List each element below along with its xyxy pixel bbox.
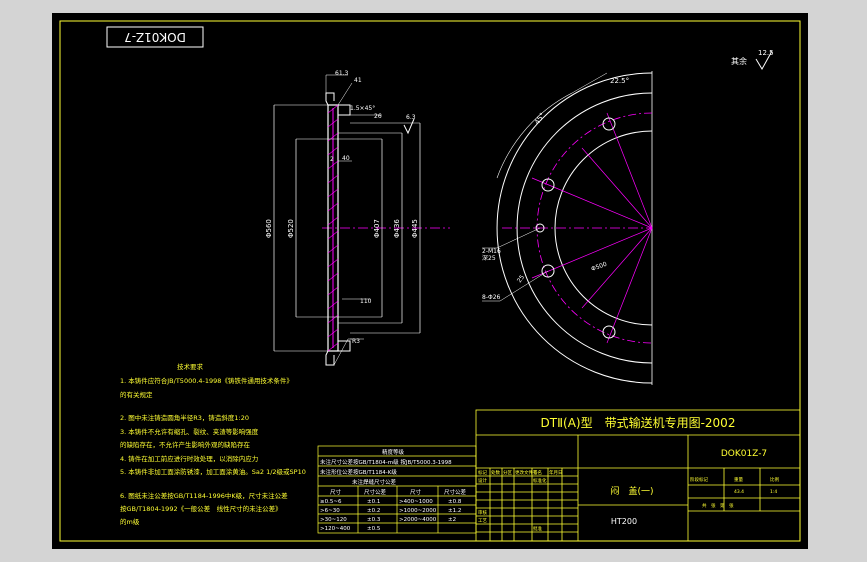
label-2m16: 2-M16 (482, 248, 501, 255)
tol-r2c2: ±0.2 (367, 508, 380, 514)
tol-subtitle: 未注焊缝尺寸公差 (352, 478, 397, 486)
tol-r4c2: ±0.5 (367, 526, 381, 532)
rotated-code: DOK01Z-7 (124, 30, 186, 44)
tol-h2: 尺寸公差 (364, 488, 387, 496)
dim-d520: Φ520 (287, 219, 295, 238)
roughness-symbol (755, 50, 773, 70)
dim-15: 1.5×45° (350, 105, 375, 112)
tech-requirements: 技术要求 1. 本铸件应符合JB/T5000.4-1998《铸铁件通用技术条件》… (120, 362, 306, 526)
section-view: Φ560 Φ520 Φ407 Φ436 Φ445 61.3 41 1.5×45°… (265, 70, 450, 366)
tb-approve: 批准 (533, 525, 542, 532)
tb-col-count: 处数 (491, 469, 500, 476)
tb-col-date: 年月日 (549, 469, 563, 476)
cad-canvas: DOK01Z-7 其余 12.5 (59, 20, 801, 542)
dim-40: 40 (342, 155, 350, 162)
tech-line-9: 按GB/T1804-1992《一般公差 线性尺寸的未注公差》 (120, 504, 282, 513)
tolerance-table (317, 445, 477, 534)
tech-line-7: 5. 本铸件非加工面涂防锈漆，加工面涂黄油。Sa2 1/2级或SP10 (120, 467, 306, 476)
dim-d560: Φ560 (265, 219, 273, 238)
tech-line-6: 4. 铸件在加工前应进行时效处理，以消除内应力 (120, 454, 258, 463)
tech-line-3: 2. 图中未注铸造圆角半径R3，铸造斜度1:20 (120, 413, 249, 422)
tol-r3c4: ±2 (448, 517, 456, 523)
tol-r4c1: >120~400 (320, 526, 351, 532)
tech-line-2: 的有关规定 (120, 390, 153, 399)
dim-110: 110 (360, 298, 372, 305)
tb-weight: 重量 (734, 476, 743, 483)
tech-line-10: 的m级 (120, 517, 140, 526)
part-name: 闷 盖(一) (610, 485, 653, 497)
tb-scale: 比例 (770, 476, 779, 483)
drawing-number: DOK01Z-7 (721, 449, 767, 459)
dim-25: 25 (516, 274, 526, 284)
tb-stage: 阶段标记 (690, 476, 708, 483)
code-box (106, 26, 204, 48)
tb-weight-val: 43.4 (734, 489, 744, 495)
dim-613: 61.3 (335, 70, 349, 77)
tech-line-1: 1. 本铸件应符合JB/T5000.4-1998《铸铁件通用技术条件》 (120, 376, 293, 385)
roughness-value: 12.5 (758, 49, 774, 57)
tol-r1c4: ±0.8 (448, 499, 462, 505)
tol-line2: 未注形位公差按GB/T1184-K级 (320, 468, 397, 476)
tb-col-doc: 更改文件号 (515, 469, 538, 476)
tol-h1: 尺寸 (330, 488, 342, 496)
dim-26: 26 (374, 113, 382, 120)
tol-h3: 尺寸 (410, 488, 422, 496)
label-8d26: 8-Φ26 (482, 294, 501, 301)
tol-r1c3: >400~1000 (399, 499, 433, 505)
tb-col-sign: 签名 (533, 469, 542, 476)
tech-line-4: 3. 本铸件不允许有缩孔、裂纹、夹渣等影响强度 (120, 427, 259, 436)
label-depth: 深25 (482, 254, 496, 262)
tol-r1c2: ±0.1 (367, 499, 380, 505)
dim-d500: Φ500 (590, 261, 608, 273)
tol-r2c4: ±1.2 (448, 508, 461, 514)
tb-col-zone: 分区 (503, 469, 512, 476)
tol-r1c1: ≥0.5~6 (320, 499, 342, 505)
tol-r2c3: >1000~2000 (399, 508, 437, 514)
tol-line1: 未注尺寸公差按GB/T1804-m级 按JB/T5000.3-1998 (320, 458, 452, 466)
material: HT200 (611, 517, 637, 526)
dim-d445: Φ445 (411, 219, 419, 238)
tol-r2c1: >6~30 (320, 508, 340, 514)
tol-h4: 尺寸公差 (444, 488, 467, 496)
roughness-note: 其余 (731, 56, 747, 66)
tech-title: 技术要求 (177, 362, 204, 371)
angle-225: 22.5° (610, 77, 629, 85)
tol-r3c2: ±0.3 (367, 517, 381, 523)
tb-process: 工艺 (478, 518, 487, 524)
drawing-sheet: DOK01Z-7 其余 12.5 (52, 13, 808, 549)
roughness-63: 6.3 (406, 114, 416, 121)
tol-title: 精度等级 (382, 448, 405, 456)
tb-sheets: 共 张 第 张 (702, 502, 734, 509)
inner-border (59, 20, 801, 542)
tol-r3c3: >2000~4000 (399, 517, 437, 523)
title-block (475, 409, 801, 542)
dim-d407: Φ407 (373, 219, 381, 238)
tb-standard: 标准化 (533, 477, 547, 484)
angle-45: 45° (533, 111, 547, 126)
dim-2: 2 (330, 156, 334, 163)
tech-line-5: 的缺陷存在，不允许产生影响外观的缺陷存在 (120, 440, 251, 449)
title-main: DTⅡ(A)型 带式输送机专用图-2002 (541, 415, 736, 430)
tb-scale-val: 1:4 (770, 489, 777, 495)
face-view: 22.5° 45° 2-M16 深25 8-Φ26 25 Φ500 (482, 71, 653, 385)
dim-41: 41 (354, 77, 362, 84)
dim-d436: Φ436 (393, 219, 401, 238)
tol-r3c1: >30~120 (320, 517, 347, 523)
tb-designer: 设计 (478, 477, 487, 484)
tb-checker: 审核 (478, 509, 487, 516)
tb-col-mark: 标记 (478, 469, 487, 476)
tech-line-8: 6. 图纸未注公差按GB/T1184-1996中K级，尺寸未注公差 (120, 491, 288, 500)
dim-r3: R3 (352, 338, 360, 345)
